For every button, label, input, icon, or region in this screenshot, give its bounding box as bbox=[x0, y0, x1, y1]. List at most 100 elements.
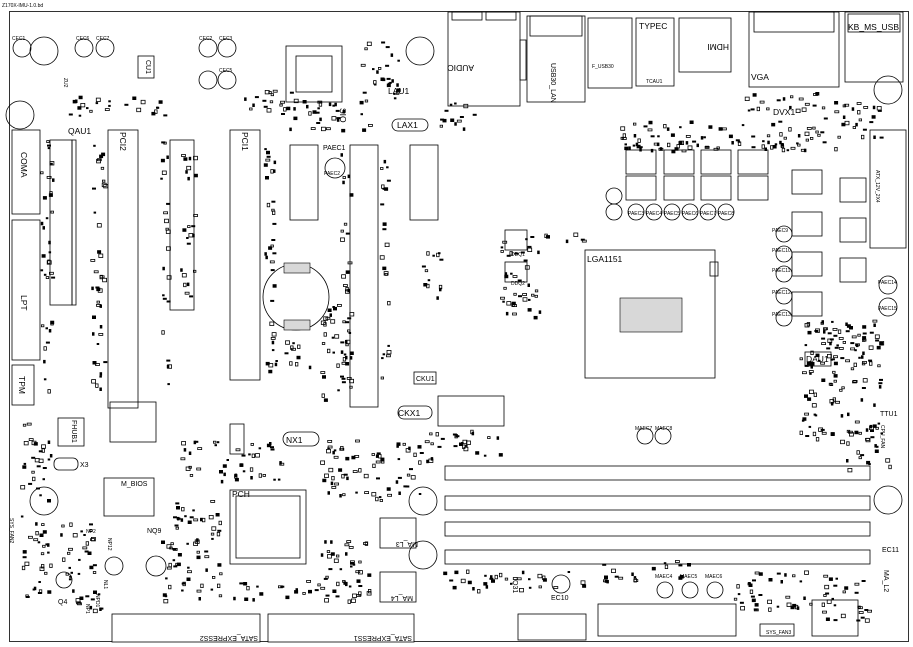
smd-pad bbox=[323, 332, 327, 337]
smd-pad bbox=[867, 609, 872, 613]
smd-pad bbox=[432, 254, 435, 257]
smd-pad bbox=[320, 586, 326, 590]
smd-pad bbox=[453, 445, 458, 448]
smd-pad bbox=[334, 102, 337, 107]
smd-pad bbox=[319, 117, 322, 122]
smd-pad bbox=[374, 83, 377, 86]
smd-pad bbox=[753, 608, 758, 611]
smd-pad bbox=[822, 141, 827, 144]
maec4-label: MAEC4 bbox=[655, 574, 672, 580]
smd-pad bbox=[385, 64, 390, 67]
dimm-slots bbox=[444, 465, 871, 565]
smd-pad bbox=[866, 460, 871, 465]
smd-pad bbox=[333, 455, 339, 459]
smd-pad bbox=[169, 546, 173, 550]
dvx1-label: DVX1 bbox=[773, 107, 795, 117]
smd-pad bbox=[244, 597, 249, 601]
smd-pad bbox=[398, 491, 401, 495]
smd-pad bbox=[796, 606, 800, 610]
smd-pad bbox=[862, 378, 868, 383]
smd-pad bbox=[840, 439, 845, 445]
smd-pad bbox=[167, 383, 170, 386]
hdmi-label: HDMI bbox=[707, 42, 729, 52]
smd-pad bbox=[841, 122, 846, 127]
smd-pad bbox=[879, 136, 884, 139]
ma-l3-label: MA_L3 bbox=[396, 540, 418, 547]
smd-pad bbox=[513, 292, 517, 296]
smd-pad bbox=[91, 286, 94, 291]
vrm-capacitors bbox=[605, 187, 898, 327]
smd-pad bbox=[218, 520, 222, 526]
typec-label: TYPEC bbox=[639, 21, 667, 31]
smd-pad bbox=[219, 572, 223, 576]
smd-pad bbox=[670, 133, 675, 137]
smd-pad bbox=[310, 127, 316, 130]
smd-pad bbox=[45, 217, 49, 220]
smd-pad bbox=[687, 563, 691, 567]
smd-pad bbox=[350, 565, 353, 568]
smd-pad bbox=[342, 320, 346, 324]
smd-pad bbox=[838, 336, 844, 340]
smd-pad bbox=[79, 596, 84, 600]
smd-pad bbox=[768, 607, 772, 612]
smd-pad bbox=[419, 452, 424, 454]
smd-pad bbox=[533, 315, 538, 320]
smd-pad bbox=[250, 476, 253, 480]
smd-pad bbox=[294, 362, 299, 367]
smd-pad bbox=[806, 322, 811, 327]
typec-connector: TYPEC TCAU1 bbox=[635, 17, 675, 87]
smd-pad bbox=[810, 350, 814, 356]
smd-pad bbox=[89, 565, 94, 570]
smd-pad bbox=[243, 582, 248, 586]
smd-pad bbox=[189, 295, 194, 298]
sata-express1-label: SATA_EXPRESS1 bbox=[354, 634, 412, 641]
smd-pad bbox=[852, 126, 856, 129]
smd-pad bbox=[815, 437, 820, 442]
smd-pad bbox=[244, 97, 247, 101]
smd-pad bbox=[651, 566, 656, 571]
smd-pad bbox=[367, 124, 373, 127]
smd-pad bbox=[385, 46, 390, 49]
smd-pad bbox=[525, 238, 528, 241]
smd-pad bbox=[34, 457, 40, 463]
smd-pad bbox=[653, 142, 659, 146]
smd-pad bbox=[92, 187, 96, 190]
smd-pad bbox=[124, 103, 129, 106]
smd-pad bbox=[779, 140, 782, 145]
smd-pad bbox=[83, 534, 86, 536]
smd-pad bbox=[776, 605, 780, 608]
smd-pad bbox=[332, 450, 335, 455]
smd-pad bbox=[854, 591, 859, 594]
smd-pad bbox=[807, 397, 812, 401]
smd-pad bbox=[611, 568, 616, 573]
smd-pad bbox=[268, 246, 273, 250]
smd-pad bbox=[345, 581, 348, 586]
smd-pad bbox=[846, 429, 851, 433]
smd-pad bbox=[140, 99, 146, 105]
smd-pad bbox=[814, 414, 818, 417]
smd-pad bbox=[180, 518, 184, 522]
smd-pad bbox=[186, 165, 192, 171]
smd-pad bbox=[340, 229, 344, 233]
pcie-slot-a bbox=[169, 139, 195, 311]
smd-pad bbox=[40, 552, 45, 556]
smd-pad bbox=[97, 250, 102, 254]
maec6-label: MAEC6 bbox=[705, 574, 722, 580]
smd-pad bbox=[842, 115, 846, 119]
smd-pad bbox=[844, 103, 850, 107]
smd-pad bbox=[874, 334, 880, 339]
smd-pad bbox=[857, 605, 861, 609]
smd-pad bbox=[174, 524, 179, 527]
smd-pad bbox=[339, 447, 345, 451]
smd-pad bbox=[489, 577, 494, 580]
smd-pad bbox=[215, 513, 220, 517]
smd-pad bbox=[537, 573, 543, 579]
smd-pad bbox=[85, 541, 89, 546]
smd-pad bbox=[827, 338, 833, 343]
paec4-label: PAEC4 bbox=[646, 211, 662, 217]
smd-pad bbox=[502, 240, 508, 244]
smd-pad bbox=[101, 152, 106, 157]
smd-pad bbox=[580, 238, 585, 241]
smd-pad bbox=[861, 355, 864, 359]
smd-pad bbox=[821, 602, 825, 607]
